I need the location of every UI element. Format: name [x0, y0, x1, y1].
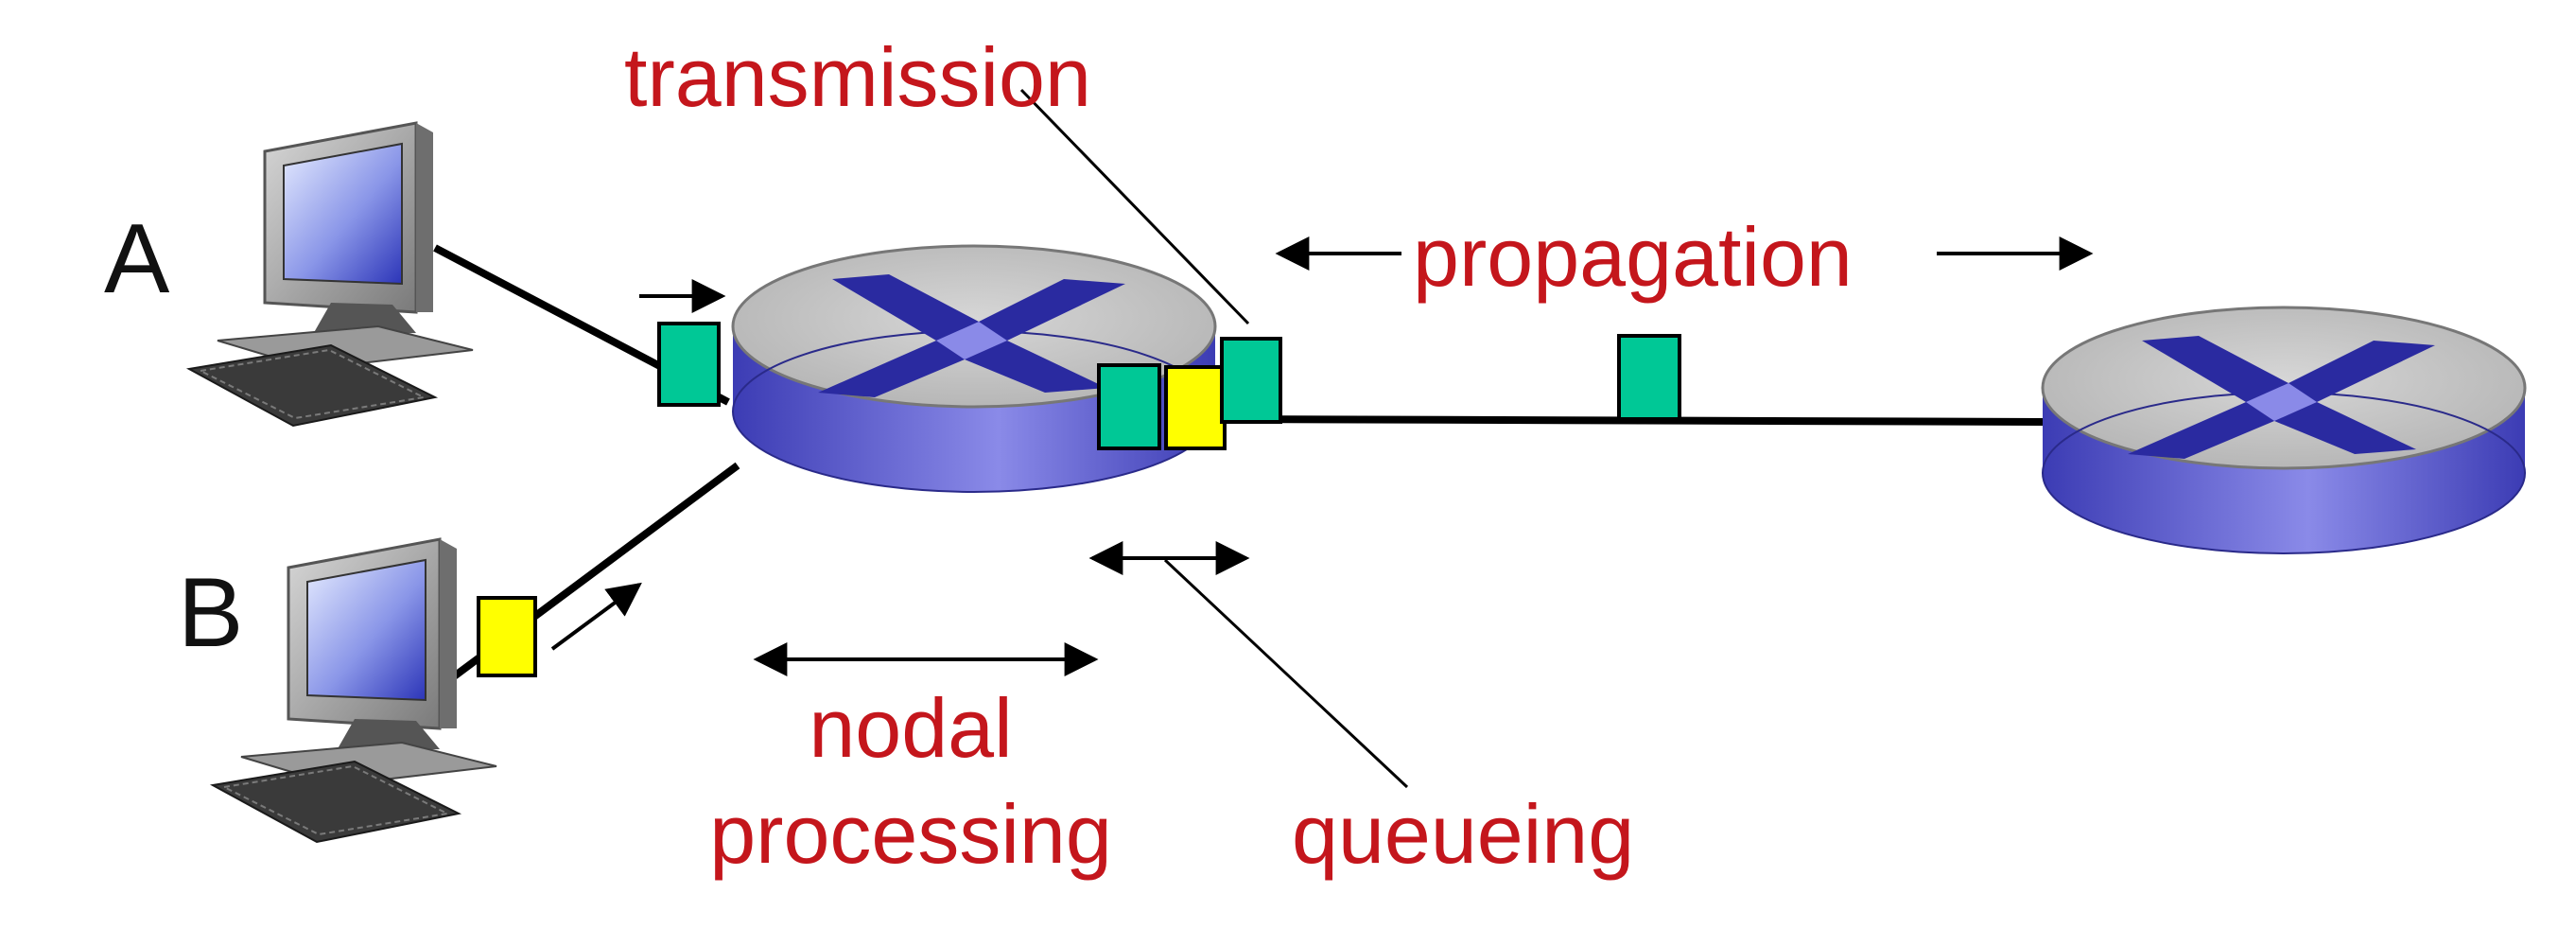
transmission-label: transmission	[624, 30, 1091, 124]
processing-label: processing	[709, 787, 1112, 881]
leader-transmission	[1019, 88, 1250, 325]
arrow-b-direction	[550, 582, 642, 651]
packet-from-b	[477, 596, 537, 677]
router-icon-right	[2041, 306, 2527, 555]
desktop-computer-icon-b	[211, 537, 498, 844]
host-b-label: B	[178, 558, 244, 668]
leader-queueing	[1163, 558, 1409, 789]
queueing-label: queueing	[1292, 787, 1635, 881]
nodal-label: nodal	[809, 681, 1013, 775]
packet-queued-yellow	[1164, 365, 1227, 450]
packet-from-a	[657, 322, 721, 407]
desktop-computer-icon-a	[187, 121, 475, 428]
packet-queued-green	[1097, 363, 1161, 450]
packet-propagating	[1617, 334, 1681, 421]
packet-transmitting	[1220, 337, 1282, 424]
host-a-label: A	[104, 204, 170, 314]
propagation-label: propagation	[1413, 210, 1853, 304]
